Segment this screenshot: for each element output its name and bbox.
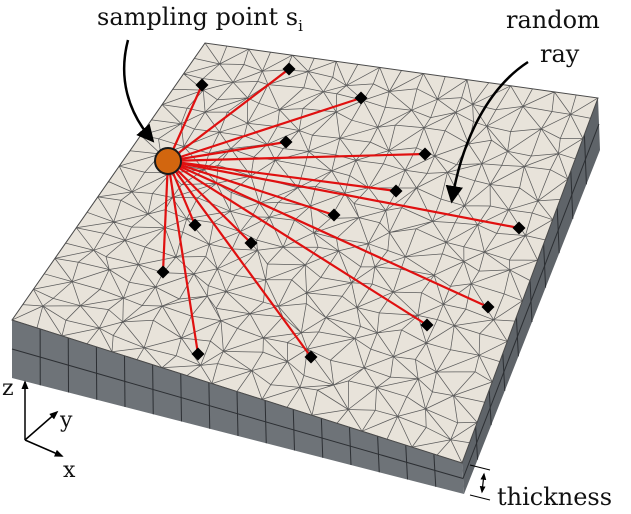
sampling-point-subscript: i (298, 17, 303, 35)
ray-label: ray (540, 40, 580, 68)
ray-line (166, 160, 200, 355)
target-marker (282, 62, 296, 76)
side-column-line (543, 243, 547, 288)
ray-line (167, 159, 397, 193)
target-marker (156, 265, 170, 279)
slab-top-surface (12, 43, 598, 463)
side-column-line (556, 207, 560, 254)
axis-y-line (24, 410, 59, 441)
side-column-line (292, 409, 295, 451)
target-marker (191, 347, 205, 361)
side-column-line (433, 454, 437, 487)
target-marker (195, 78, 209, 92)
side-column-line (583, 134, 587, 185)
side-column-line (320, 418, 324, 458)
sampling-point-arrow (122, 39, 155, 143)
ray-line (167, 152, 426, 163)
target-marker (279, 135, 293, 149)
side-face-grid (11, 123, 600, 487)
side-column-line (208, 382, 211, 429)
target-marker (327, 208, 341, 222)
side-column-line (488, 389, 492, 426)
ray-line (167, 159, 489, 309)
ray-line (167, 68, 290, 162)
ray-line (167, 96, 362, 163)
ray-targets (156, 62, 526, 364)
sampling-point-label: sampling point si (97, 3, 303, 35)
side-column-line (475, 426, 479, 460)
axis-x-line (24, 439, 64, 457)
ray-line (167, 159, 520, 230)
side-column-line (236, 391, 239, 437)
random-ray-arrow (445, 60, 529, 204)
axis-x-label: x (63, 458, 76, 483)
target-marker (389, 184, 403, 198)
target-marker (418, 147, 432, 161)
side-column-line (349, 427, 352, 466)
ray-line (167, 160, 252, 244)
axis-y-label: y (59, 408, 73, 433)
side-column-line (570, 170, 574, 219)
thickness-label: thickness (497, 483, 612, 511)
target-marker (512, 221, 526, 235)
axis-z-label: z (2, 376, 14, 401)
side-column-line (180, 373, 182, 422)
thickness-indicator (469, 464, 491, 501)
target-marker (354, 91, 368, 105)
ray-line (167, 160, 312, 358)
target-marker (420, 318, 434, 332)
side-column-line (152, 364, 154, 415)
axis-triad: z y x (2, 376, 76, 483)
random-label: random (506, 6, 600, 34)
side-column-line (264, 400, 267, 444)
target-marker (481, 300, 495, 314)
sampling-point-marker (154, 147, 182, 175)
side-column-line (377, 436, 380, 473)
side-column-line (124, 355, 126, 408)
target-marker (188, 218, 202, 232)
target-marker (304, 350, 318, 364)
ray-line (167, 159, 335, 217)
side-column-line (502, 353, 506, 391)
ray-line (167, 160, 428, 326)
ray-line (167, 140, 287, 163)
ray-line (161, 160, 170, 273)
target-marker (244, 236, 258, 250)
side-column-line (515, 316, 519, 357)
side-column-line (529, 280, 533, 323)
side-column-line (405, 445, 408, 480)
random-rays (161, 68, 520, 358)
